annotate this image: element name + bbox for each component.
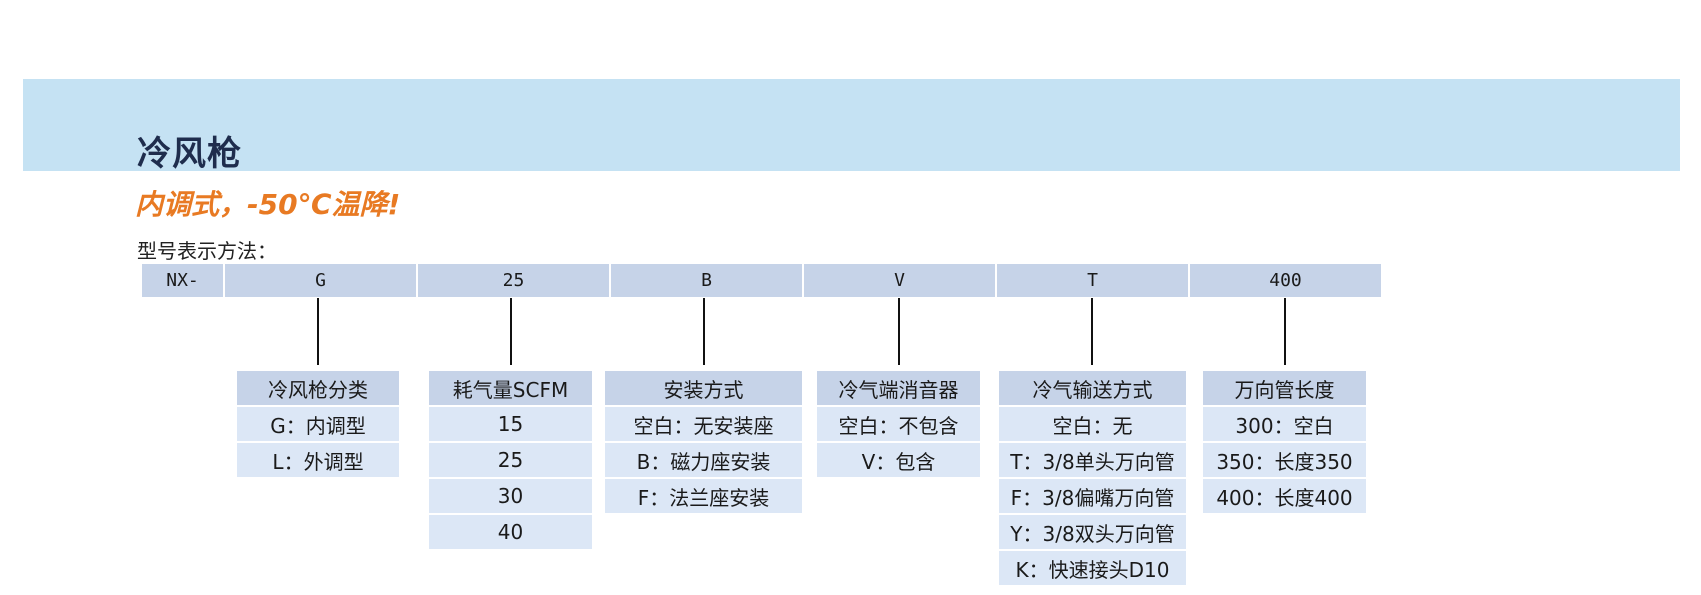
option-item: 25 [429,443,592,477]
option-item: 40 [429,515,592,549]
option-group-hose-length: 万向管长度 300：空白 350：长度350 400：长度400 [1203,371,1366,513]
option-item: 空白：无安装座 [605,407,802,441]
option-item: V：包含 [817,443,980,477]
code-cell-type: G [225,264,416,297]
connector-line-hose-length [1284,298,1286,365]
option-item: 350：长度350 [1203,443,1366,477]
option-item: 400：长度400 [1203,479,1366,513]
model-notation-label: 型号表示方法： [137,239,277,263]
option-group-header: 冷气输送方式 [999,371,1186,405]
connector-line-type [317,298,319,365]
option-item: Y：3/8双头万向管 [999,515,1186,549]
option-item: K：快速接头D10 [999,551,1186,585]
option-item: 15 [429,407,592,441]
option-group-header: 耗气量SCFM [429,371,592,405]
option-group-header: 万向管长度 [1203,371,1366,405]
option-group-type: 冷风枪分类 G：内调型 L：外调型 [237,371,399,477]
option-item: T：3/8单头万向管 [999,443,1186,477]
option-group-header: 冷气端消音器 [817,371,980,405]
code-cell-mounting: B [611,264,802,297]
code-cell-delivery: T [997,264,1188,297]
option-group-muffler: 冷气端消音器 空白：不包含 V：包含 [817,371,980,477]
code-cell-hose-length: 400 [1190,264,1381,297]
header-band [23,79,1680,171]
option-item: 空白：不包含 [817,407,980,441]
option-item: L：外调型 [237,443,399,477]
code-cell-muffler: V [804,264,995,297]
option-item: 30 [429,479,592,513]
page-title: 冷风枪 [137,134,242,174]
option-group-air-consumption: 耗气量SCFM 15 25 30 40 [429,371,592,549]
option-item: F：法兰座安装 [605,479,802,513]
option-item: B：磁力座安装 [605,443,802,477]
option-item: G：内调型 [237,407,399,441]
code-cell-prefix: NX- [142,264,223,297]
option-group-delivery: 冷气输送方式 空白：无 T：3/8单头万向管 F：3/8偏嘴万向管 Y：3/8双… [999,371,1186,585]
page-subtitle: 内调式，-50℃温降! [135,188,401,221]
option-group-header: 冷风枪分类 [237,371,399,405]
code-cell-air-consumption: 25 [418,264,609,297]
connector-line-mounting [703,298,705,365]
connector-line-muffler [898,298,900,365]
connector-line-delivery [1091,298,1093,365]
option-item: 300：空白 [1203,407,1366,441]
option-group-mounting: 安装方式 空白：无安装座 B：磁力座安装 F：法兰座安装 [605,371,802,513]
connector-line-air-consumption [510,298,512,365]
option-item: 空白：无 [999,407,1186,441]
option-item: F：3/8偏嘴万向管 [999,479,1186,513]
option-group-header: 安装方式 [605,371,802,405]
